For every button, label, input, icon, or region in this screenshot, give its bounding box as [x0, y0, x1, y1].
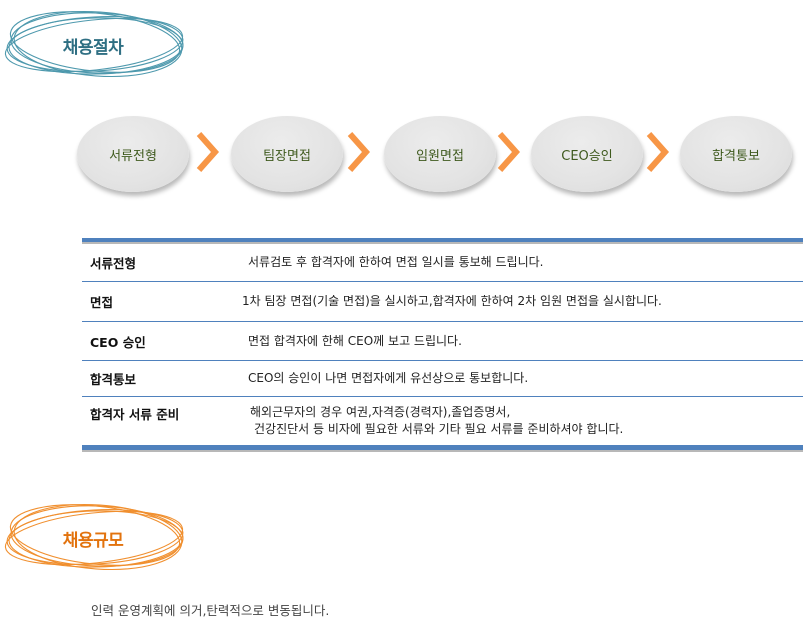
row-label: 합격통보	[90, 372, 137, 387]
chevron-right-icon	[347, 132, 371, 172]
row-desc-line: 건강진단서 등 비자에 필요한 서류와 기타 필요 서류를 준비하셔야 합니다.	[254, 422, 624, 436]
chevron-right-icon	[646, 132, 670, 172]
table-bottom-rule	[82, 446, 803, 452]
section-badge-scale: 채용규모	[2, 497, 192, 577]
scale-description: 인력 운영계획에 의거,탄력적으로 변동됩니다.	[91, 603, 330, 618]
table-row: CEO 승인 면접 합격자에 한해 CEO께 보고 드립니다.	[82, 322, 803, 361]
row-desc-line: 해외근무자의 경우 여권,자격증(경력자),졸업증명서,	[250, 405, 511, 419]
flow-step: 팀장면접	[231, 116, 343, 192]
flow-step: 합격통보	[680, 116, 792, 192]
row-desc: CEO의 승인이 나면 면접자에게 유선상으로 통보합니다.	[248, 371, 529, 385]
row-desc: 면접 합격자에 한해 CEO께 보고 드립니다.	[248, 333, 462, 348]
section-badge-procedure: 채용절차	[2, 4, 192, 84]
table-row: 서류전형 서류검토 후 합격자에 한하여 면접 일시를 통보해 드립니다.	[82, 244, 803, 282]
row-desc: 1차 팀장 면접(기술 면접)을 실시하고,합격자에 한하여 2차 임원 면접을…	[242, 294, 662, 308]
flow-step: 서류전형	[77, 116, 189, 192]
recruitment-flow: 서류전형 팀장면접 임원면접 CEO승인 합격통보	[0, 112, 806, 202]
flow-step: CEO승인	[531, 116, 643, 192]
table-row: 합격통보 CEO의 승인이 나면 면접자에게 유선상으로 통보합니다.	[82, 361, 803, 397]
row-label: CEO 승인	[90, 334, 146, 350]
table-top-rule	[82, 238, 803, 244]
chevron-right-icon	[497, 132, 521, 172]
row-desc: 서류검토 후 합격자에 한하여 면접 일시를 통보해 드립니다.	[248, 255, 544, 269]
row-label: 합격자 서류 준비	[90, 407, 180, 422]
row-desc: 해외근무자의 경우 여권,자격증(경력자),졸업증명서, 건강진단서 등 비자에…	[242, 404, 803, 438]
table-row: 면접 1차 팀장 면접(기술 면접)을 실시하고,합격자에 한하여 2차 임원 …	[82, 282, 803, 322]
table-row: 합격자 서류 준비 해외근무자의 경우 여권,자격증(경력자),졸업증명서, 건…	[82, 397, 803, 446]
procedure-table: 서류전형 서류검토 후 합격자에 한하여 면접 일시를 통보해 드립니다. 면접…	[82, 238, 803, 452]
section-title: 채용절차	[62, 37, 124, 58]
row-label: 면접	[90, 295, 114, 310]
section-title: 채용규모	[62, 530, 124, 551]
flow-step: 임원면접	[384, 116, 496, 192]
row-label: 서류전형	[90, 256, 137, 271]
chevron-right-icon	[196, 132, 220, 172]
scribble-ellipse-icon	[4, 503, 184, 571]
scribble-ellipse-icon	[4, 10, 184, 78]
